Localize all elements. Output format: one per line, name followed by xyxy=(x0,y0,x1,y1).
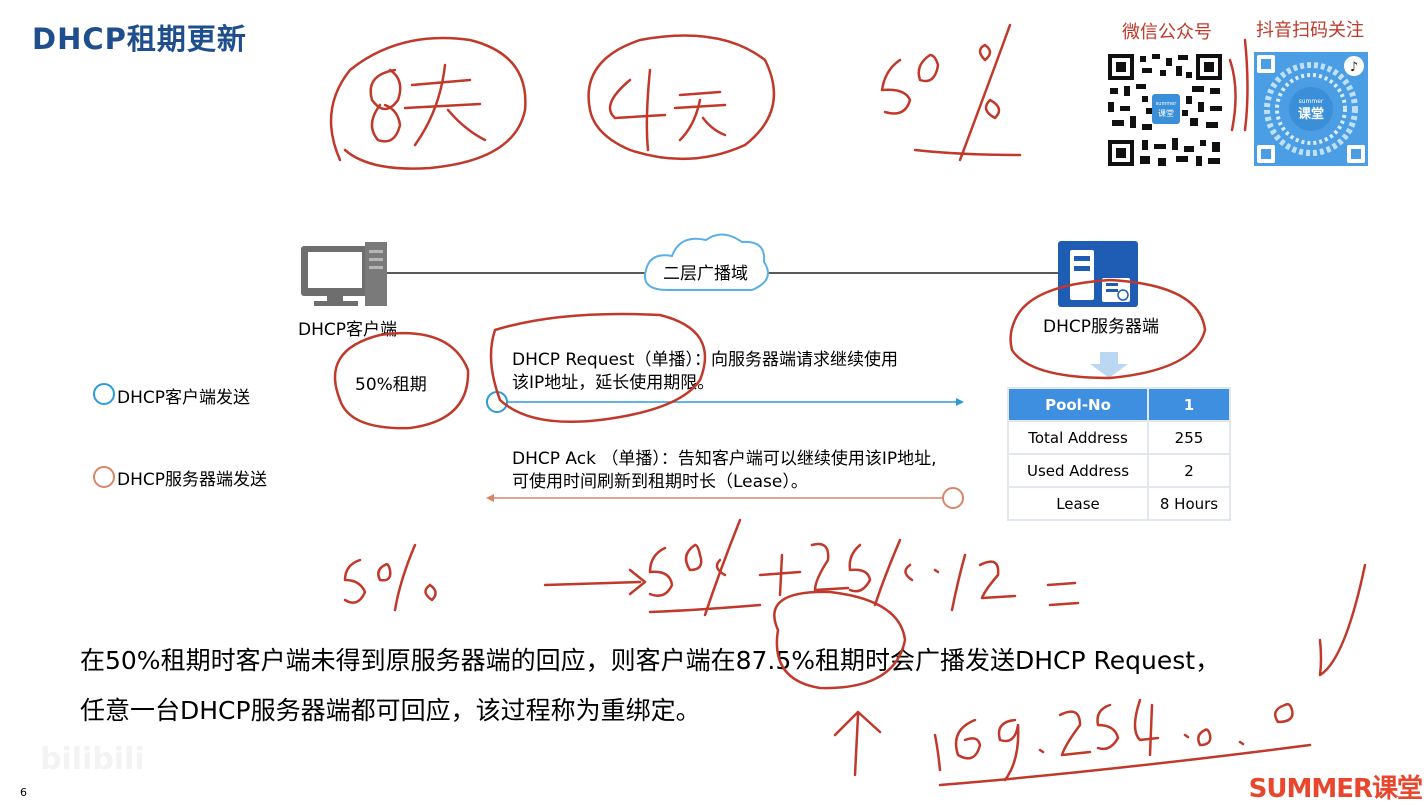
request-line2: 该IP地址，延长使用期限。 xyxy=(512,373,715,393)
ink-digit-6-ip xyxy=(954,718,982,760)
cloud-icon xyxy=(644,233,769,291)
douyin-qr-code: ♪ summer 课堂 xyxy=(1254,52,1368,166)
ink-dot xyxy=(933,568,940,574)
ink-circle-request xyxy=(489,312,707,423)
douyin-caption: 抖音扫码关注 xyxy=(1256,20,1364,41)
ink-digit-0-ip xyxy=(1183,728,1212,747)
ink-circle-8days xyxy=(329,36,527,170)
legend-server-icon xyxy=(93,466,115,488)
ink-char-tian-2 xyxy=(673,90,727,142)
pool-row-key: Total Address xyxy=(1007,420,1149,455)
ink-digit-2b xyxy=(978,560,1017,600)
ink-dot-ip1 xyxy=(1038,748,1045,754)
pool-header-key: Pool-No xyxy=(1007,387,1149,422)
page-number: 6 xyxy=(20,786,27,799)
lease-marker: 50%租期 xyxy=(355,375,427,395)
ink-char-tian xyxy=(403,63,487,147)
ink-digit-1-ip xyxy=(933,733,942,772)
ink-digit-2-ip xyxy=(1058,710,1092,757)
bottom-line2: 任意一台DHCP服务器端都可回应，该过程称为重绑定。 xyxy=(80,696,701,725)
bilibili-watermark: bilibili xyxy=(40,742,145,777)
ink-circle-4days xyxy=(587,34,776,161)
brand-logo: SUMMER课堂 xyxy=(1248,774,1423,804)
legend-server-send: DHCP服务器端发送 xyxy=(117,470,267,490)
ink-digit-5-top xyxy=(880,58,912,115)
ink-arrow-up xyxy=(833,710,882,777)
ink-digit-0-bottom xyxy=(377,562,392,582)
pool-row-value: 255 xyxy=(1147,420,1231,455)
ink-underline-ip xyxy=(938,743,1312,787)
wechat-qr-code: summer 课堂 xyxy=(1106,52,1224,168)
ink-digit-0-ip2 xyxy=(1238,702,1294,746)
wechat-caption: 微信公众号 xyxy=(1122,22,1212,43)
ink-digit-1 xyxy=(950,553,967,612)
wechat-badge-line2: 课堂 xyxy=(1158,108,1174,118)
pool-row-key: Used Address xyxy=(1007,453,1149,488)
ack-line1: DHCP Ack （单播）：告知客户端可以继续使用该IP地址, xyxy=(512,449,937,469)
ink-digit-5-2 xyxy=(848,543,872,593)
ink-equals xyxy=(1046,581,1080,607)
table-row: Used Address 2 xyxy=(1007,453,1231,488)
ack-message: DHCP Ack （单播）：告知客户端可以继续使用该IP地址, 可使用时间刷新到… xyxy=(512,448,937,494)
dhcp-server-icon xyxy=(1058,241,1138,307)
ink-digit-2 xyxy=(810,542,850,592)
ink-digit-5-bottom xyxy=(343,558,367,604)
wechat-badge-line1: summer xyxy=(1156,101,1178,107)
client-label: DHCP客户端 xyxy=(298,320,397,340)
ink-percent-2 xyxy=(873,538,914,607)
ink-underline-top xyxy=(913,148,1022,157)
ink-digit-4 xyxy=(608,68,667,152)
page-title: DHCP租期更新 xyxy=(32,22,247,56)
ack-line2: 可使用时间刷新到租期时长（Lease）。 xyxy=(512,472,808,492)
ink-digit-8 xyxy=(369,68,402,143)
server-label: DHCP服务器端 xyxy=(1043,317,1159,337)
ink-circle-server xyxy=(1009,278,1207,380)
ink-digit-5-ip xyxy=(1096,703,1120,751)
ink-digit-0-mid xyxy=(684,543,703,572)
request-arrowhead xyxy=(956,398,964,406)
pool-row-value: 2 xyxy=(1147,453,1231,488)
cloud-label: 二层广播域 xyxy=(663,264,748,284)
ink-digit-9-ip xyxy=(997,718,1020,782)
pool-row-value: 8 Hours xyxy=(1147,486,1231,521)
ink-check-mark xyxy=(1318,563,1367,677)
ack-arrowhead xyxy=(486,494,494,502)
legend-client-icon xyxy=(93,383,115,405)
down-arrow-icon xyxy=(1090,352,1128,378)
ink-scribble-qr xyxy=(1228,38,1249,132)
legend-client-send: DHCP客户端发送 xyxy=(117,388,250,408)
ink-digit-5-mid xyxy=(648,546,674,597)
ink-percent-top xyxy=(958,23,1012,162)
pool-header-value: 1 xyxy=(1147,387,1231,422)
ink-arrow-right xyxy=(543,568,647,596)
pool-table-header: Pool-No 1 xyxy=(1007,387,1231,422)
ink-circle-50lease xyxy=(333,331,470,430)
douyin-badge-line1: summer xyxy=(1299,98,1324,105)
douyin-badge-line2: 课堂 xyxy=(1298,106,1324,122)
pool-table: Pool-No 1 Total Address 255 Used Address… xyxy=(1007,387,1231,521)
ink-digit-4-ip xyxy=(1133,698,1160,757)
ink-plus xyxy=(758,553,802,597)
ink-digit-0-top xyxy=(917,53,940,83)
table-row: Total Address 255 xyxy=(1007,420,1231,455)
table-row: Lease 8 Hours xyxy=(1007,486,1231,521)
ink-percent-mid xyxy=(703,518,742,617)
pool-row-key: Lease xyxy=(1007,486,1149,521)
ink-circle-87-5 xyxy=(773,590,907,690)
bottom-line1: 在50%租期时客户端未得到原服务器端的回应，则客户端在87.5%租期时会广播发送… xyxy=(80,646,1221,675)
ink-percent-bottom xyxy=(393,543,437,612)
pc-client-icon xyxy=(301,242,387,306)
svg-text:♪: ♪ xyxy=(1350,60,1358,75)
ink-underline-mid xyxy=(648,603,762,614)
